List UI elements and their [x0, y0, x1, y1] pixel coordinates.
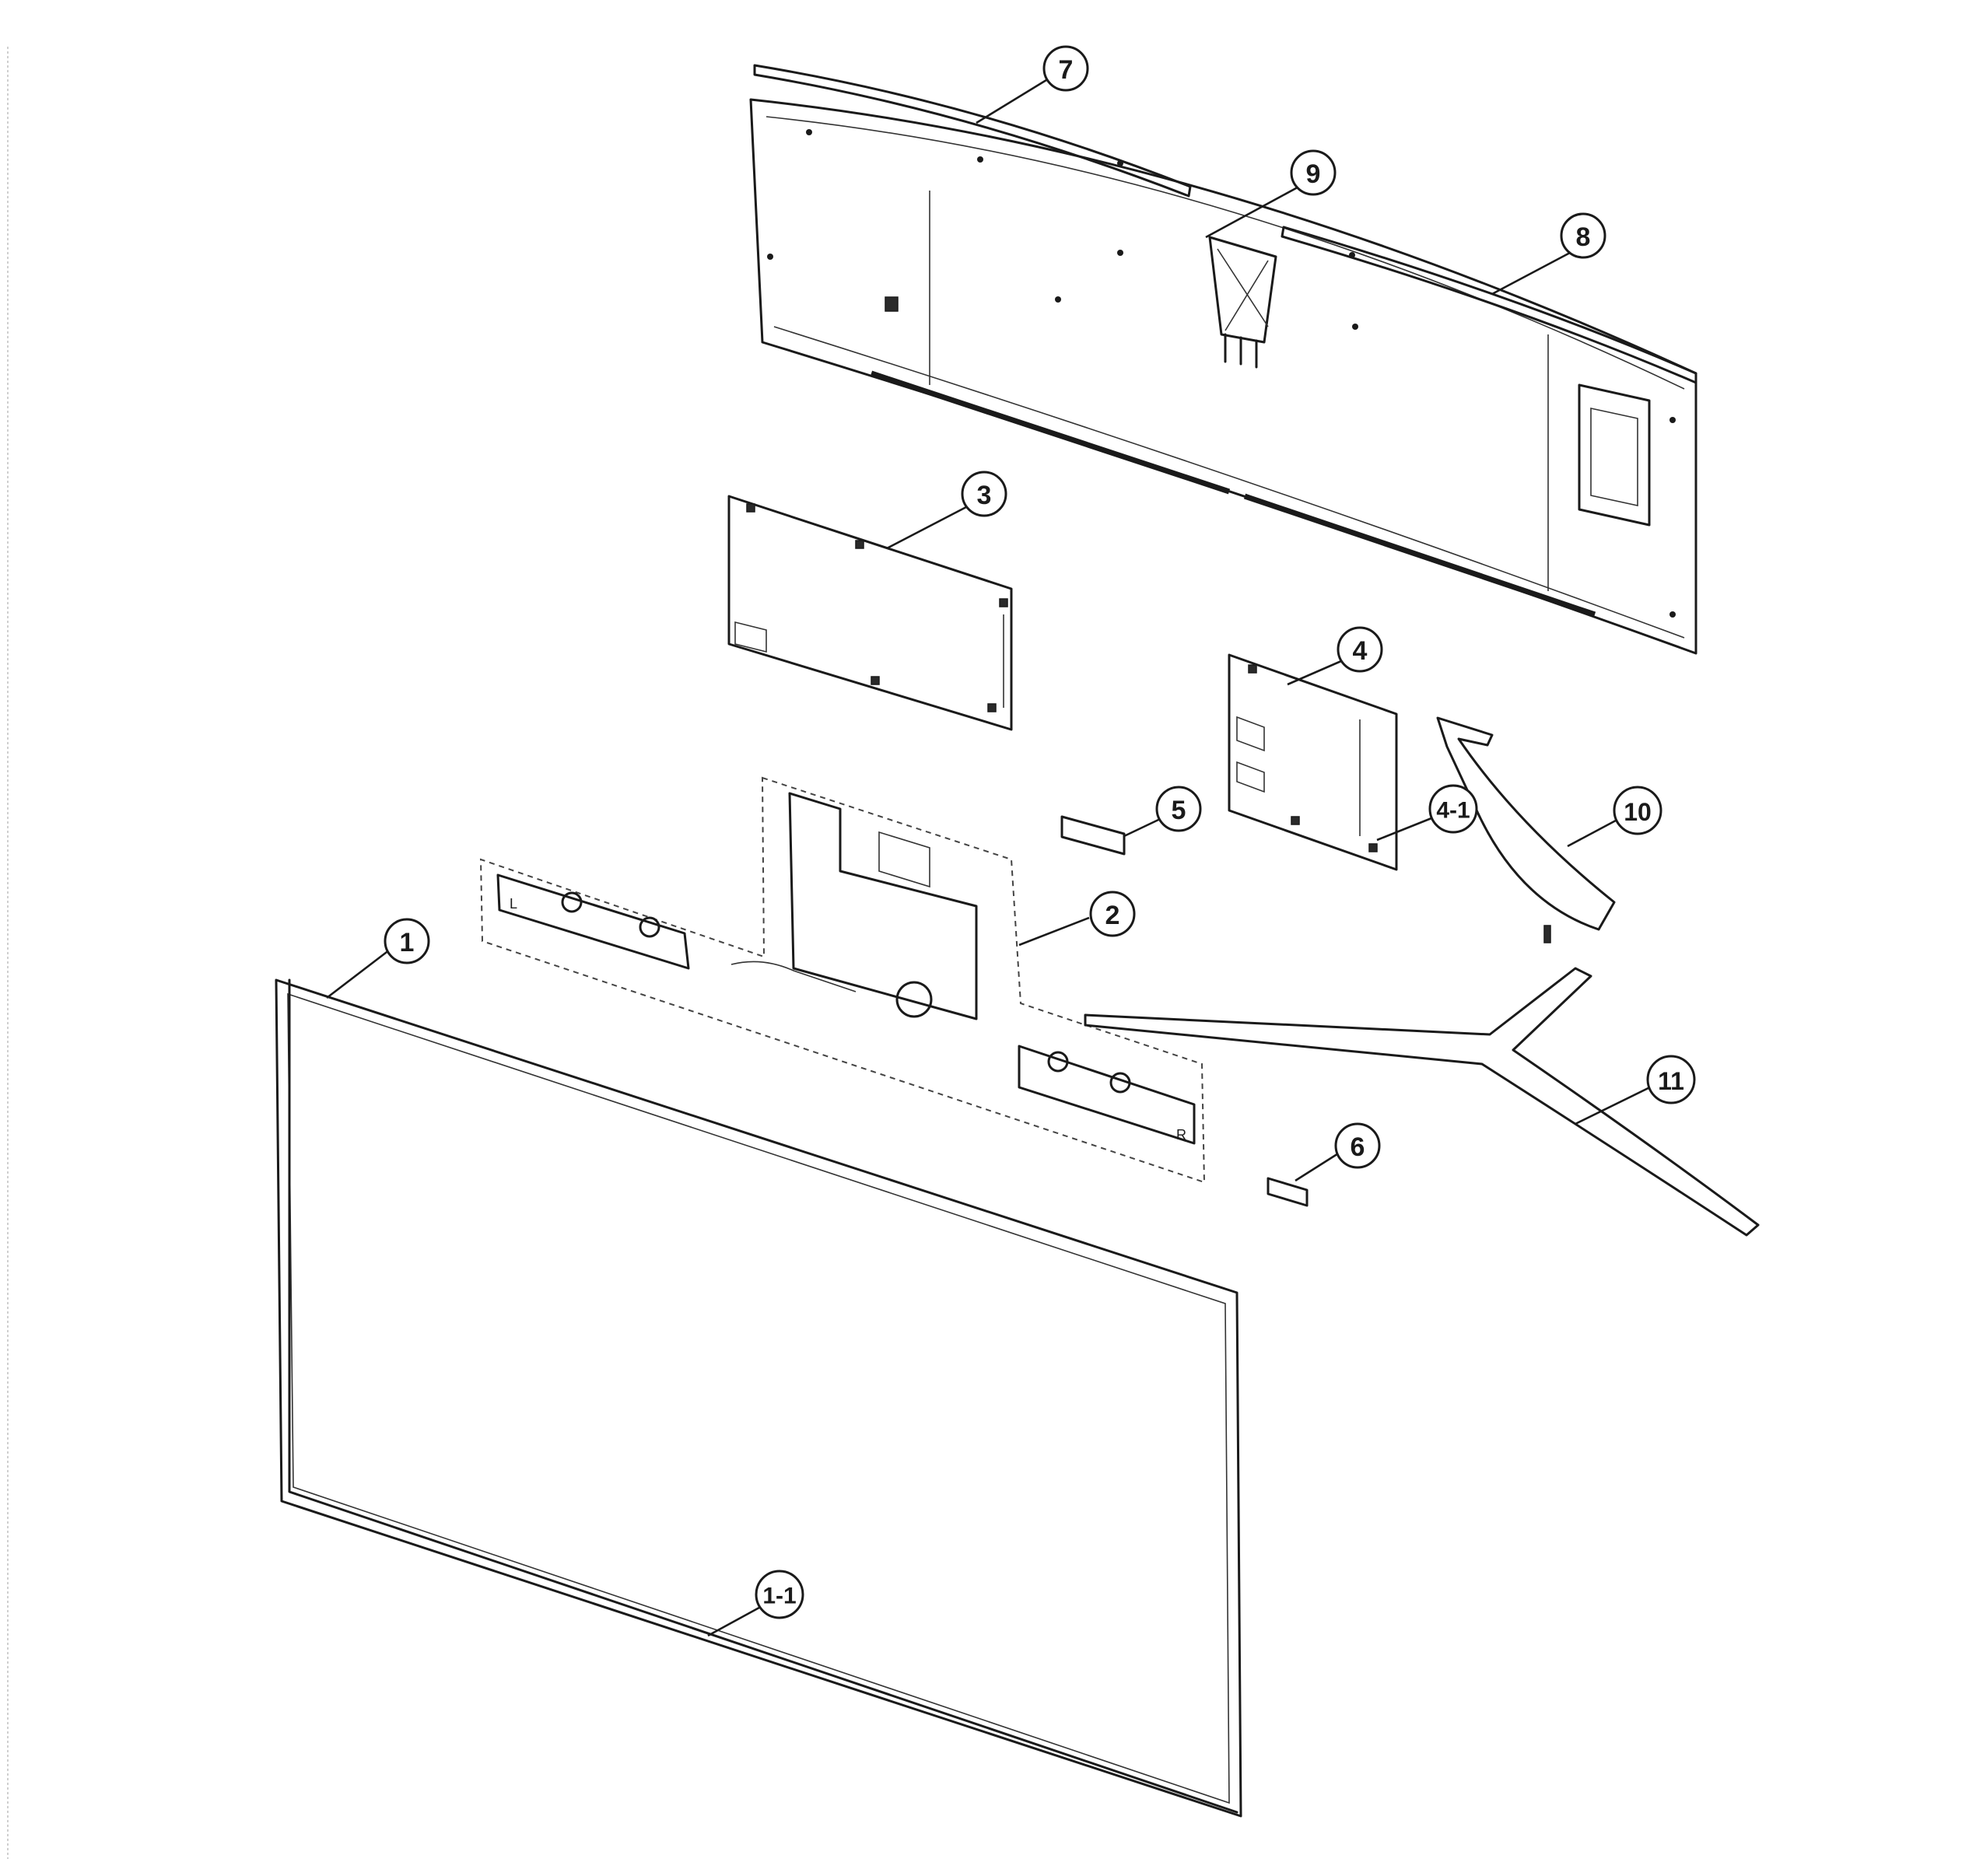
callout-5-text: 5	[1172, 796, 1186, 825]
small-board-5	[1060, 815, 1126, 856]
callout-7-text: 7	[1059, 55, 1074, 85]
callout-11: 11	[1646, 1055, 1696, 1104]
speaker-right-mark: R	[1176, 1127, 1186, 1143]
callout-6-text: 6	[1351, 1132, 1365, 1162]
clip-6	[1267, 1177, 1309, 1207]
callout-9: 9	[1290, 149, 1337, 196]
stand-neck-10	[1436, 716, 1616, 943]
callout-11-text: 11	[1658, 1067, 1684, 1095]
callout-1-1-text: 1-1	[762, 1584, 796, 1609]
callout-4-text: 4	[1353, 636, 1368, 666]
callout-2-text: 2	[1105, 901, 1120, 930]
speaker-left-mark: L	[510, 896, 517, 912]
callout-1-1: 1-1	[755, 1570, 804, 1619]
callout-4-1: 4-1	[1428, 784, 1478, 834]
callout-5: 5	[1155, 786, 1202, 832]
callout-9-text: 9	[1306, 159, 1321, 189]
callout-1-text: 1	[400, 928, 415, 957]
callout-1: 1	[384, 918, 430, 964]
callout-7: 7	[1042, 45, 1089, 92]
callout-3: 3	[961, 471, 1007, 517]
speaker-assembly-2: L R	[479, 776, 1206, 1184]
callout-4-1-text: 4-1	[1436, 798, 1470, 824]
callout-6: 6	[1334, 1122, 1381, 1169]
leader-lines	[326, 72, 1660, 1637]
top-trim-right	[1281, 226, 1697, 384]
power-board-4	[1228, 653, 1398, 871]
callout-10: 10	[1613, 786, 1662, 835]
panel-1-1	[288, 978, 1239, 1814]
front-frame-1	[275, 978, 1242, 1818]
main-board-3	[727, 495, 1013, 731]
bracket-9	[1208, 236, 1277, 369]
callout-3-text: 3	[977, 481, 992, 510]
rear-cover	[749, 98, 1697, 655]
callout-8-text: 8	[1576, 222, 1591, 252]
callout-4: 4	[1337, 626, 1383, 673]
callout-8: 8	[1560, 212, 1606, 259]
callout-2: 2	[1089, 891, 1136, 937]
callout-10-text: 10	[1624, 798, 1652, 826]
stand-base-11	[1084, 967, 1760, 1237]
top-trim-left	[753, 64, 1192, 198]
